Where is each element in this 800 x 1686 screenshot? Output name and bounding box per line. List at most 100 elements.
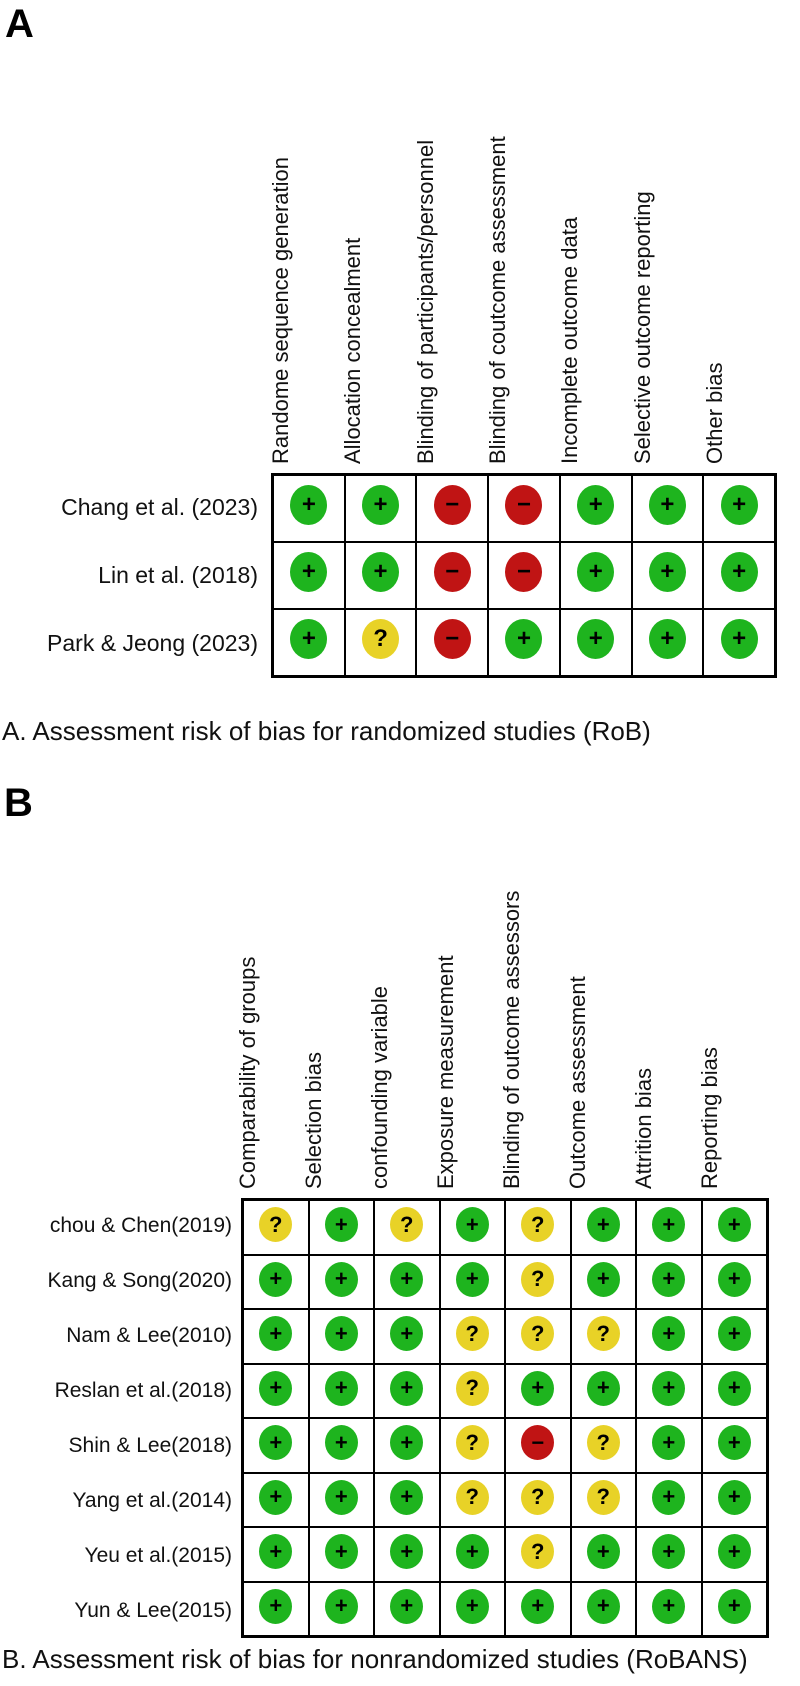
judgement-cell: + <box>273 475 345 542</box>
low-risk-icon: + <box>717 1261 751 1297</box>
judgement-cell: ? <box>243 1200 309 1255</box>
low-risk-icon: + <box>259 1425 293 1460</box>
low-risk-icon: + <box>290 552 328 592</box>
judgement-cell: − <box>488 475 560 542</box>
low-risk-icon: + <box>652 1207 686 1242</box>
judgement-cell: + <box>631 475 704 542</box>
judgement-cell: ? <box>439 1472 505 1527</box>
low-risk-icon: + <box>390 1261 424 1297</box>
low-risk-icon: + <box>652 1316 686 1351</box>
judgement-cell: + <box>701 1363 767 1418</box>
judgement-cell: + <box>308 1309 374 1364</box>
unclear-risk-icon: ? <box>521 1261 555 1297</box>
column-header: Other bias <box>701 362 727 465</box>
column-header: Attrition bias <box>631 1067 656 1189</box>
unclear-risk-icon: ? <box>521 1207 555 1242</box>
judgement-cell: + <box>703 475 775 542</box>
judgement-cell: + <box>308 1581 374 1636</box>
low-risk-icon: + <box>505 619 543 659</box>
judgement-cell: + <box>344 542 417 609</box>
judgement-cell: + <box>701 1200 767 1255</box>
low-risk-icon: + <box>586 1534 620 1569</box>
high-risk-icon: − <box>505 552 543 592</box>
study-label: chou & Chen(2019) <box>49 1213 232 1237</box>
judgement-cell: + <box>570 1581 636 1636</box>
panel-b-caption: B. Assessment risk of bias for nonrandom… <box>2 1644 748 1674</box>
low-risk-icon: + <box>652 1588 686 1624</box>
panel-a-caption: A. Assessment risk of bias for randomize… <box>2 716 651 746</box>
low-risk-icon: + <box>586 1261 620 1297</box>
low-risk-icon: + <box>521 1588 555 1624</box>
judgement-cell: + <box>505 1581 571 1636</box>
judgement-cell: + <box>243 1309 309 1364</box>
judgement-cell: − <box>416 475 489 542</box>
judgement-cell: − <box>416 542 489 609</box>
judgement-cell: ? <box>439 1363 505 1418</box>
low-risk-icon: + <box>455 1588 489 1624</box>
low-risk-icon: + <box>720 552 758 592</box>
judgement-cell: ? <box>570 1418 636 1473</box>
judgement-cell: ? <box>374 1200 440 1255</box>
low-risk-icon: + <box>324 1479 358 1515</box>
judgement-cell: + <box>374 1309 440 1364</box>
low-risk-icon: + <box>577 619 615 659</box>
low-risk-icon: + <box>259 1479 293 1515</box>
judgement-cell: + <box>570 1363 636 1418</box>
low-risk-icon: + <box>586 1370 620 1406</box>
judgement-cell: + <box>636 1472 702 1527</box>
judgement-cell: + <box>570 1254 636 1309</box>
judgement-cell: ? <box>439 1309 505 1364</box>
judgement-cell: + <box>570 1200 636 1255</box>
low-risk-icon: + <box>586 1207 620 1242</box>
judgement-cell: + <box>308 1254 374 1309</box>
judgement-cell: + <box>559 609 632 676</box>
unclear-risk-icon: ? <box>455 1425 489 1460</box>
low-risk-icon: + <box>717 1207 751 1242</box>
judgement-cell: + <box>701 1472 767 1527</box>
judgement-cell: + <box>505 1363 571 1418</box>
judgement-cell: + <box>636 1418 702 1473</box>
column-header: Selective outcome reporting <box>629 191 655 464</box>
low-risk-icon: + <box>717 1425 751 1460</box>
low-risk-icon: + <box>390 1588 424 1624</box>
judgement-cell: + <box>488 609 560 676</box>
judgement-cell: + <box>701 1309 767 1364</box>
unclear-risk-icon: ? <box>586 1425 620 1460</box>
judgement-cell: ? <box>344 609 417 676</box>
low-risk-icon: + <box>652 1425 686 1460</box>
panel-a-letter: A <box>5 2 34 46</box>
study-label: Nam & Lee(2010) <box>66 1323 232 1347</box>
low-risk-icon: + <box>390 1479 424 1515</box>
judgement-cell: ? <box>505 1200 571 1255</box>
low-risk-icon: + <box>390 1370 424 1406</box>
study-label: Yang et al.(2014) <box>72 1488 232 1512</box>
judgement-cell: + <box>374 1254 440 1309</box>
judgement-cell: ? <box>505 1527 571 1582</box>
low-risk-icon: + <box>324 1588 358 1624</box>
low-risk-icon: + <box>720 619 758 659</box>
column-header: Blinding of participants/personnel <box>412 139 438 464</box>
judgement-cell: + <box>374 1472 440 1527</box>
judgement-cell: + <box>344 475 417 542</box>
column-header: Selection bias <box>301 1052 326 1189</box>
judgement-cell: + <box>243 1527 309 1582</box>
judgement-cell: ? <box>505 1309 571 1364</box>
judgement-cell: + <box>701 1418 767 1473</box>
high-risk-icon: − <box>433 619 471 659</box>
judgement-grid: ?+?+?+++++++?++++++???+++++?+++++++?−?++… <box>241 1198 769 1638</box>
judgement-cell: + <box>559 542 632 609</box>
low-risk-icon: + <box>648 619 686 659</box>
judgement-cell: + <box>308 1363 374 1418</box>
low-risk-icon: + <box>324 1534 358 1569</box>
unclear-risk-icon: ? <box>455 1316 489 1351</box>
low-risk-icon: + <box>717 1316 751 1351</box>
low-risk-icon: + <box>290 485 328 525</box>
judgement-cell: + <box>273 542 345 609</box>
judgement-cell: + <box>308 1472 374 1527</box>
judgement-cell: + <box>701 1581 767 1636</box>
column-header: Outcome assessment <box>565 976 590 1189</box>
column-header: confounding variable <box>367 985 392 1189</box>
judgement-cell: + <box>439 1254 505 1309</box>
judgement-cell: + <box>636 1200 702 1255</box>
low-risk-icon: + <box>290 619 328 659</box>
